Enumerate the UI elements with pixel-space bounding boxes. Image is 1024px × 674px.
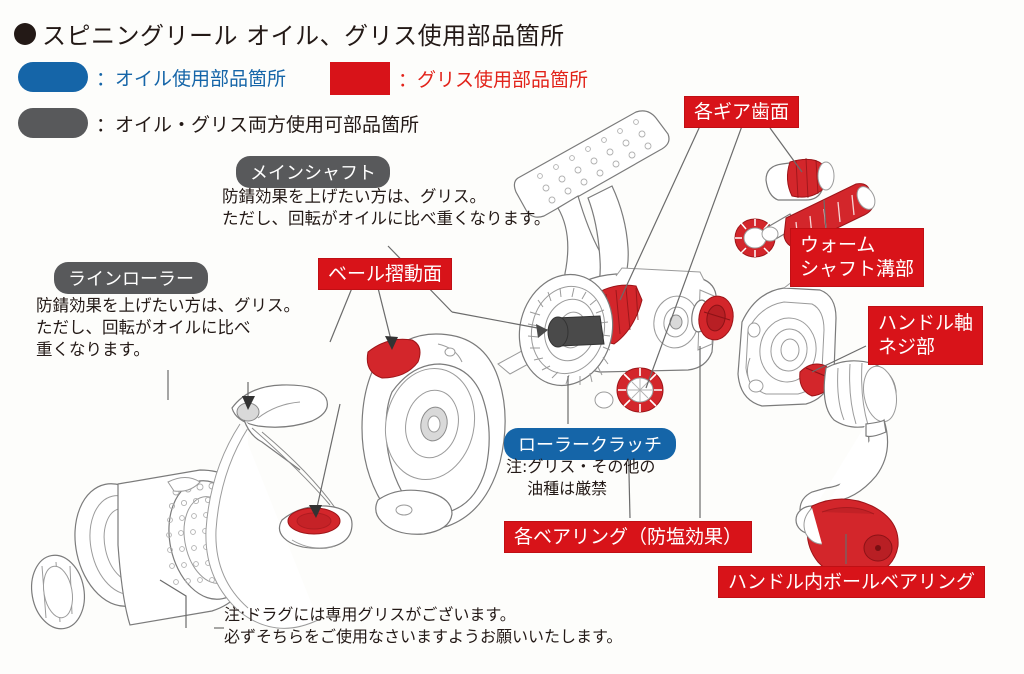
worm-shaft-label-line-1: ウォーム (800, 234, 876, 256)
drag-note-line-2: 必ずそちらをご使用なさいますようお願いいたします。 (224, 627, 623, 647)
legend-swatch-oil (18, 62, 88, 92)
callout-bearings-label: 各ベアリング（防塩効果） (504, 521, 753, 554)
legend-item-grease: ：グリス使用部品箇所 (330, 62, 588, 95)
page-title: スピニングリール オイル、グリス使用部品箇所 (14, 16, 565, 51)
callout-roller-clutch: ローラークラッチ (504, 428, 676, 460)
roller-clutch-note-line-1: 注:グリス・その他の (506, 457, 656, 476)
callout-worm-shaft: ウォーム シャフト溝部 (790, 228, 925, 287)
callout-line-roller-description: 防錆効果を上げたい方は、グリス。 ただし、回転がオイルに比べ 重くなります。 (36, 295, 300, 361)
bullet-icon (14, 22, 36, 45)
line-roller-desc-line-1: 防錆効果を上げたい方は、グリス。 (36, 296, 300, 315)
callout-roller-clutch-description: 注:グリス・その他の 油種は厳禁 (506, 456, 655, 501)
legend-label-both: ：オイル・グリス両方使用可部品箇所 (96, 113, 420, 136)
handle-screw-label-line-1: ハンドル軸 (878, 312, 974, 334)
reel-body-part (513, 110, 717, 387)
callout-handle-ball-bearing: ハンドル内ボールベアリング (718, 566, 986, 599)
bearing-grease-point-1 (698, 295, 734, 341)
callout-bail-sliding-label: ベール摺動面 (318, 258, 453, 291)
callout-main-shaft-label: メインシャフト (236, 156, 390, 188)
legend-label-oil: ：オイル使用部品箇所 (96, 67, 287, 90)
legend-label-grease: ：グリス使用部品箇所 (398, 69, 589, 91)
callout-roller-clutch-label: ローラークラッチ (504, 428, 676, 460)
callout-bail-sliding-surface: ベール摺動面 (318, 258, 453, 291)
callout-main-shaft-description: 防錆効果を上げたい方は、グリス。 ただし、回転がオイルに比べ重くなります。 (222, 186, 550, 230)
callout-handle-screw-label: ハンドル軸 ネジ部 (868, 306, 984, 365)
legend-item-both: ：オイル・グリス両方使用可部品箇所 (18, 108, 419, 138)
main-shaft-desc-line-2: ただし、回転がオイルに比べ重くなります。 (222, 208, 551, 228)
line-roller-part (231, 384, 339, 513)
callout-handle-ball-bearing-label: ハンドル内ボールベアリング (718, 566, 986, 599)
worm-shaft-label-line-2: シャフト溝部 (800, 258, 915, 281)
legend-swatch-both (18, 108, 88, 138)
line-roller-grease-point (278, 505, 353, 549)
line-roller-desc-line-2: ただし、回転がオイルに比べ (36, 317, 251, 337)
roller-clutch-note-line-2: 油種は厳禁 (506, 479, 608, 499)
page-title-text: スピニングリール オイル、グリス使用部品箇所 (42, 22, 565, 50)
callout-gear-teeth-label: 各ギア歯面 (684, 96, 800, 129)
line-roller-desc-line-3: 重くなります。 (36, 339, 150, 359)
pinion-gear-parts (594, 367, 664, 413)
leader-lines (159, 125, 867, 629)
rotor-part (361, 333, 506, 535)
handle-part (795, 360, 899, 578)
legend-swatch-grease (330, 62, 390, 95)
main-shaft-desc-line-1: 防錆効果を上げたい方は、グリス。 (222, 187, 486, 206)
callout-handle-screw: ハンドル軸 ネジ部 (868, 306, 984, 365)
callout-line-roller: ラインローラー (54, 262, 208, 294)
legend-item-oil: ：オイル使用部品箇所 (18, 62, 286, 92)
handle-screw-label-line-2: ネジ部 (878, 336, 936, 359)
callout-bearings: 各ベアリング（防塩効果） (504, 521, 753, 554)
drag-grease-note: 注:ドラグには専用グリスがございます。 必ずそちらをご使用なさいますようお願いい… (224, 604, 622, 649)
callout-line-roller-label: ラインローラー (54, 262, 208, 294)
callout-main-shaft: メインシャフト (236, 156, 390, 188)
drag-note-line-1: 注:ドラグには専用グリスがございます。 (224, 605, 516, 624)
callout-gear-teeth: 各ギア歯面 (684, 96, 800, 129)
drag-knob-part (31, 554, 85, 630)
callout-worm-shaft-label: ウォーム シャフト溝部 (790, 228, 925, 287)
